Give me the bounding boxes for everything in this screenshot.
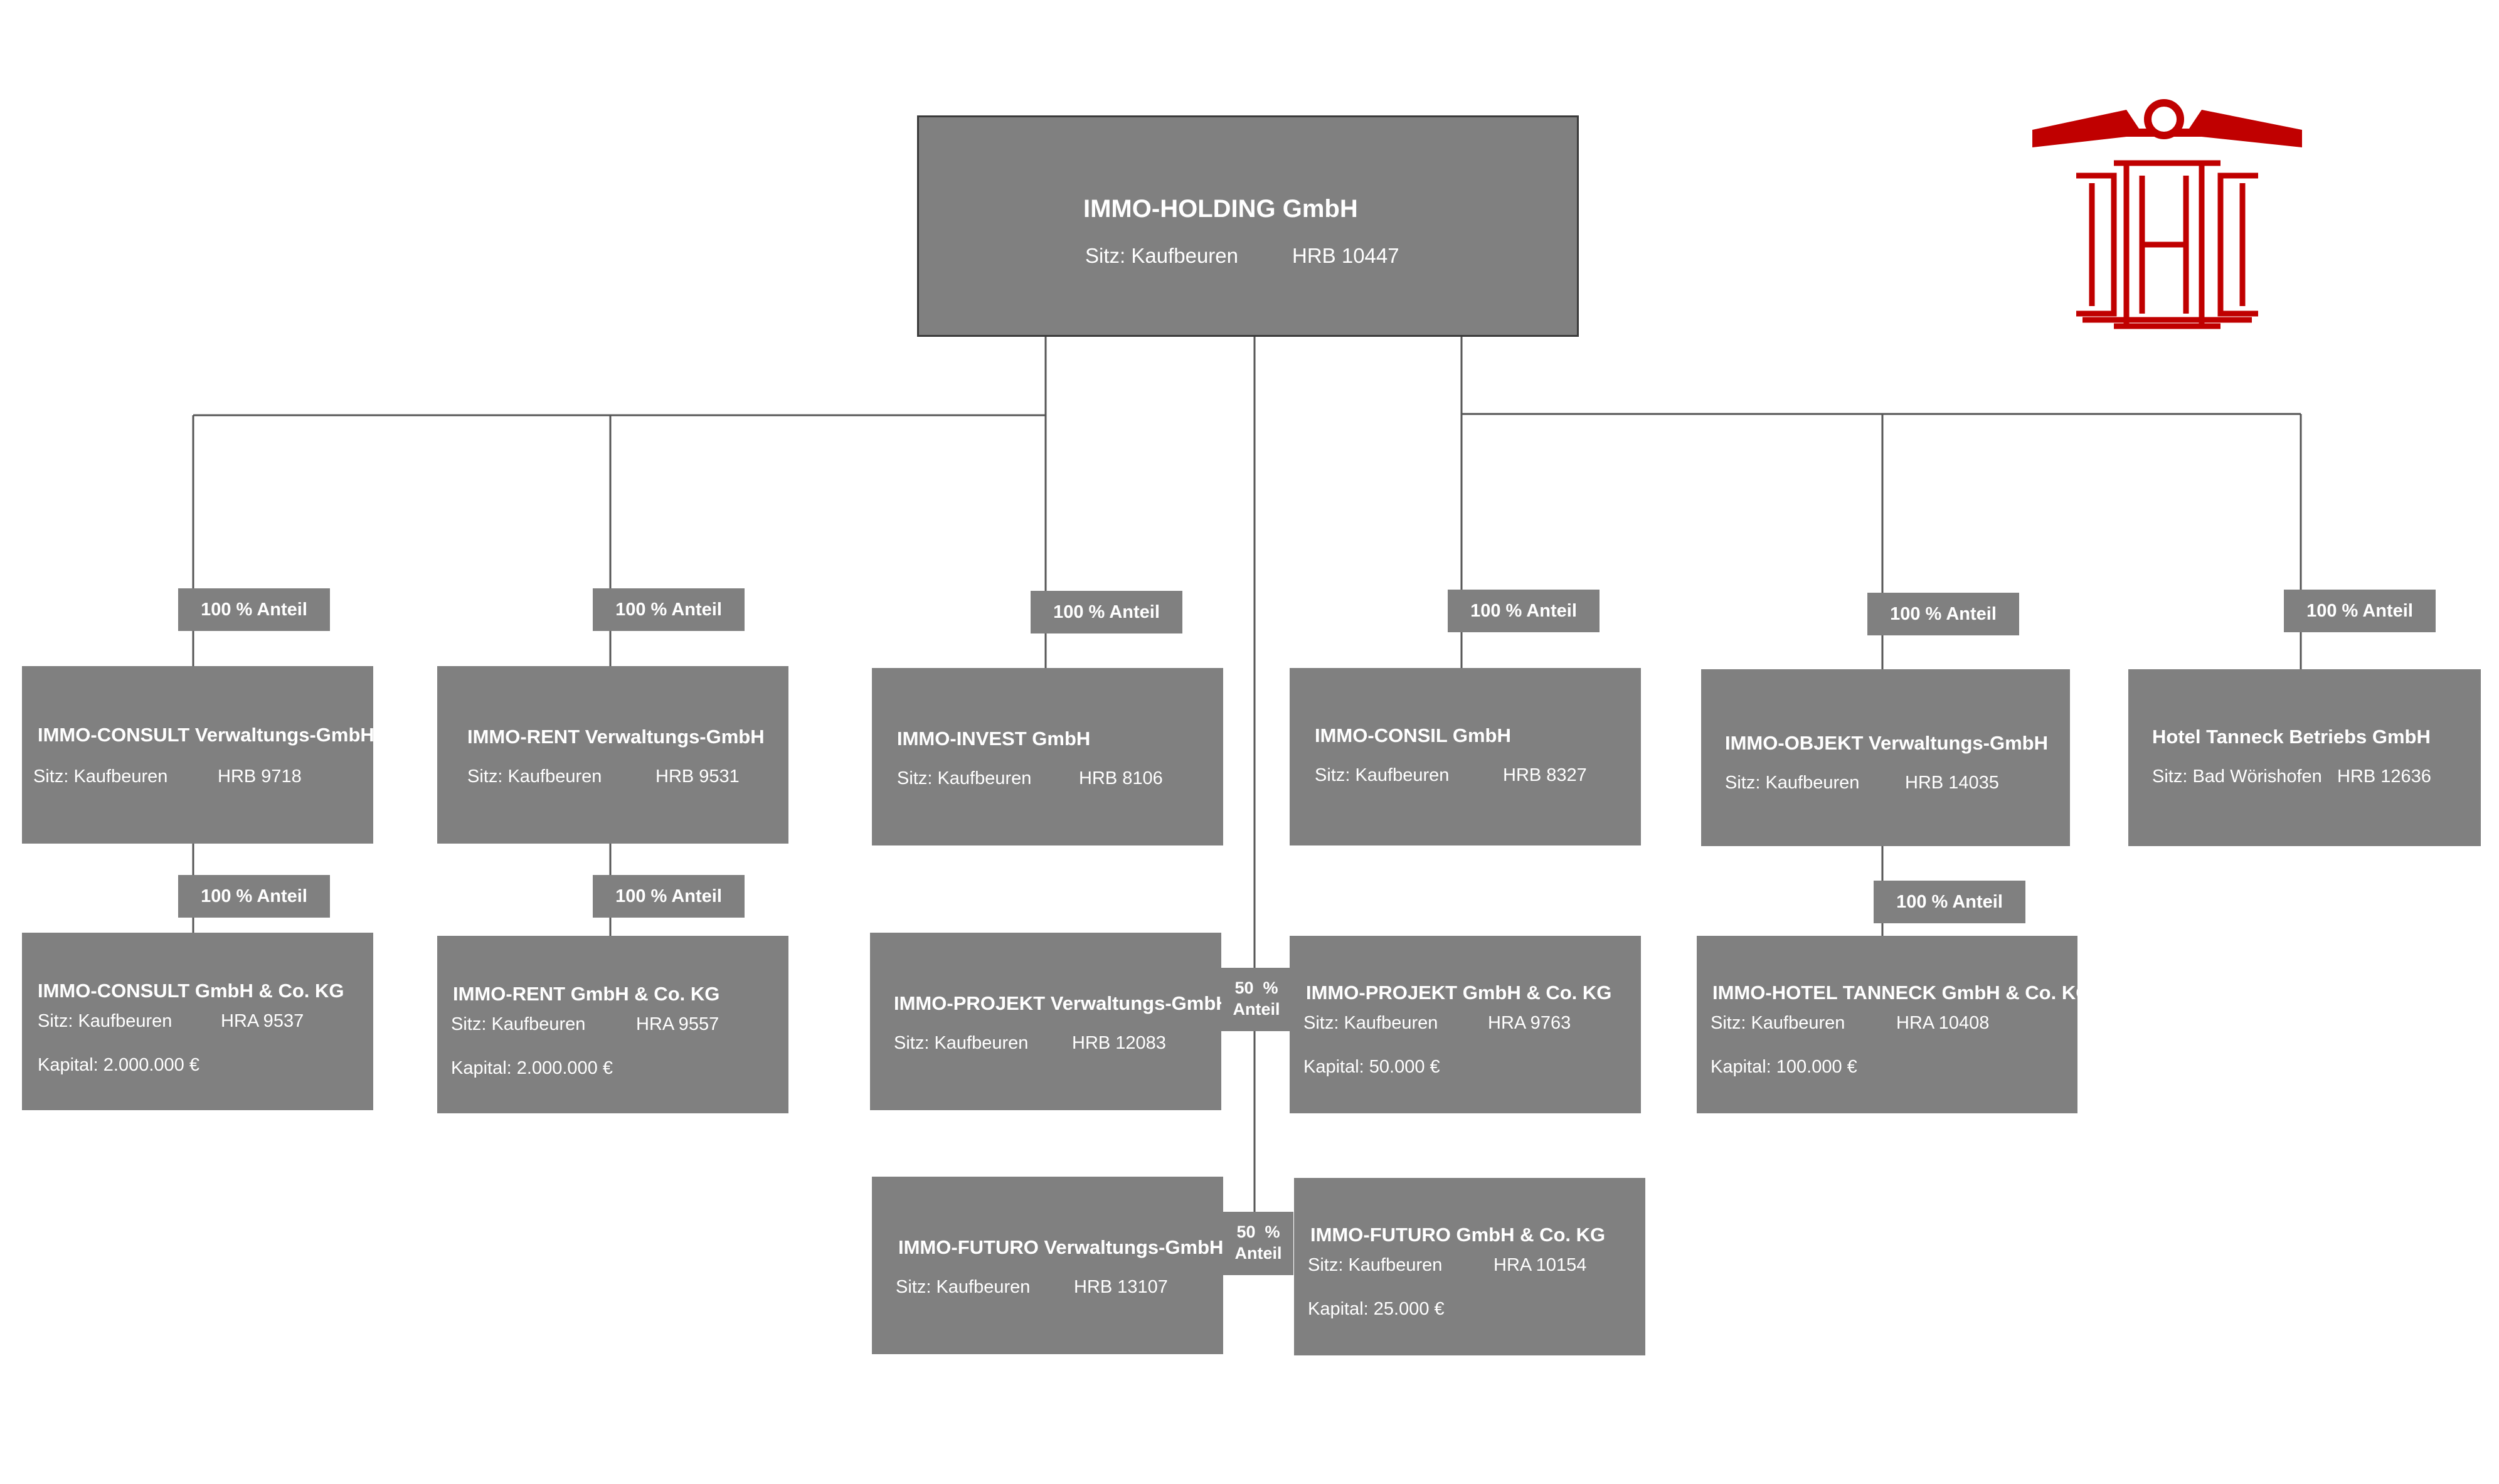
- company-name: IMMO-FUTURO GmbH & Co. KG: [1310, 1224, 1606, 1246]
- company-capital: Kapital: 100.000 €: [1711, 1057, 1857, 1077]
- company-capital: Kapital: 2.000.000 €: [38, 1055, 199, 1075]
- company-name: IMMO-CONSULT Verwaltungs-GmbH: [38, 724, 374, 746]
- company-seat: Sitz: Kaufbeuren: [1303, 1013, 1438, 1033]
- share-label-rent-kg: 100 % Anteil: [593, 875, 745, 918]
- company-seat: Sitz: Kaufbeuren: [894, 1033, 1029, 1053]
- company-box-hotel-tanneck-betrieb: Hotel Tanneck Betriebs GmbH Sitz: Bad Wö…: [2128, 669, 2481, 846]
- company-register: HRB 8106: [1079, 768, 1163, 788]
- share-label-consil: 100 % Anteil: [1448, 590, 1600, 632]
- company-register: HRB 9718: [218, 766, 302, 787]
- half-share-word: Anteil: [1234, 1244, 1282, 1263]
- share-label-rent: 100 % Anteil: [593, 588, 745, 631]
- company-name: IMMO-FUTURO Verwaltungs-GmbH: [898, 1236, 1224, 1258]
- company-capital: Kapital: 50.000 €: [1303, 1057, 1440, 1077]
- share-label-invest: 100 % Anteil: [1031, 591, 1182, 633]
- company-box-immo-projekt-kg: IMMO-PROJEKT GmbH & Co. KG Sitz: Kaufbeu…: [1290, 936, 1641, 1113]
- company-register: HRA 9537: [221, 1011, 304, 1031]
- company-register: HRA 10408: [1896, 1013, 1990, 1033]
- company-name: Hotel Tanneck Betriebs GmbH: [2152, 726, 2431, 748]
- company-box-immo-rent-kg: IMMO-RENT GmbH & Co. KG Sitz: Kaufbeuren…: [437, 936, 788, 1113]
- company-seat: Sitz: Kaufbeuren: [1725, 773, 1860, 793]
- holding-box: IMMO-HOLDING GmbH Sitz: Kaufbeuren HRB 1…: [917, 115, 1579, 337]
- half-share-label-projekt: 50 % Anteil: [1221, 968, 1292, 1031]
- company-seat: Sitz: Kaufbeuren: [1308, 1255, 1443, 1275]
- company-box-immo-futuro-verwaltung: IMMO-FUTURO Verwaltungs-GmbH Sitz: Kaufb…: [872, 1177, 1223, 1354]
- company-register: HRA 10154: [1494, 1255, 1587, 1275]
- company-box-immo-projekt-verwaltung: IMMO-PROJEKT Verwaltungs-GmbH Sitz: Kauf…: [870, 933, 1230, 1110]
- share-label-objekt: 100 % Anteil: [1867, 593, 2019, 635]
- company-register: HRB 12636: [2337, 766, 2431, 787]
- half-share-percent: 50 %: [1236, 1222, 1280, 1241]
- company-seat: Sitz: Kaufbeuren: [1711, 1013, 1845, 1033]
- company-box-immo-consult-verwaltung: IMMO-CONSULT Verwaltungs-GmbH Sitz: Kauf…: [22, 666, 374, 844]
- company-seat: Sitz: Kaufbeuren: [33, 766, 168, 787]
- company-seat: Sitz: Kaufbeuren: [897, 768, 1032, 788]
- company-register: HRB 12083: [1072, 1033, 1166, 1053]
- company-seat: Sitz: Bad Wörishofen: [2152, 766, 2322, 787]
- company-seat: Sitz: Kaufbeuren: [451, 1014, 586, 1034]
- company-register: HRA 9763: [1488, 1013, 1571, 1033]
- company-register: HRB 13107: [1074, 1277, 1168, 1297]
- share-label-hotel-betrieb: 100 % Anteil: [2284, 590, 2436, 632]
- half-share-label-futuro: 50 % Anteil: [1223, 1212, 1293, 1275]
- company-name: IMMO-RENT GmbH & Co. KG: [453, 983, 720, 1005]
- half-share-percent: 50 %: [1234, 978, 1278, 997]
- company-register: HRB 14035: [1905, 773, 1999, 793]
- share-label-consult-kg: 100 % Anteil: [178, 875, 330, 918]
- share-label-hotel-kg: 100 % Anteil: [1874, 881, 2025, 923]
- company-name: IMMO-RENT Verwaltungs-GmbH: [467, 726, 765, 748]
- company-capital: Kapital: 25.000 €: [1308, 1299, 1445, 1319]
- company-name: IMMO-CONSULT GmbH & Co. KG: [38, 980, 344, 1002]
- company-register: HRB 8327: [1503, 765, 1587, 785]
- company-name: IMMO-HOTEL TANNECK GmbH & Co. KG: [1712, 982, 2091, 1004]
- company-name: IMMO-OBJEKT Verwaltungs-GmbH: [1725, 732, 2048, 754]
- company-name: IMMO-PROJEKT Verwaltungs-GmbH: [894, 992, 1230, 1014]
- company-box-immo-objekt-verwaltung: IMMO-OBJEKT Verwaltungs-GmbH Sitz: Kaufb…: [1701, 669, 2070, 846]
- company-box-immo-hotel-tanneck-kg: IMMO-HOTEL TANNECK GmbH & Co. KG Sitz: K…: [1697, 936, 2091, 1113]
- holding-name: IMMO-HOLDING GmbH: [1083, 195, 1358, 223]
- company-seat: Sitz: Kaufbeuren: [1315, 765, 1450, 785]
- company-box-immo-consult-kg: IMMO-CONSULT GmbH & Co. KG Sitz: Kaufbeu…: [22, 933, 373, 1110]
- holding-register: HRB 10447: [1292, 244, 1399, 267]
- company-name: IMMO-INVEST GmbH: [897, 728, 1091, 750]
- company-register: HRB 9531: [655, 766, 740, 787]
- company-box-immo-rent-verwaltung: IMMO-RENT Verwaltungs-GmbH Sitz: Kaufbeu…: [437, 666, 788, 844]
- company-seat: Sitz: Kaufbeuren: [467, 766, 602, 787]
- company-box-immo-futuro-kg: IMMO-FUTURO GmbH & Co. KG Sitz: Kaufbeur…: [1294, 1178, 1645, 1355]
- company-seat: Sitz: Kaufbeuren: [896, 1277, 1031, 1297]
- building-columns-logo: [2032, 99, 2302, 329]
- company-seat: Sitz: Kaufbeuren: [38, 1011, 172, 1031]
- company-box-immo-invest: IMMO-INVEST GmbH Sitz: Kaufbeuren HRB 81…: [872, 668, 1223, 845]
- holding-seat: Sitz: Kaufbeuren: [1085, 244, 1238, 267]
- share-label-consult: 100 % Anteil: [178, 588, 330, 631]
- company-register: HRA 9557: [636, 1014, 719, 1034]
- company-box-immo-consil: IMMO-CONSIL GmbH Sitz: Kaufbeuren HRB 83…: [1290, 668, 1641, 845]
- half-share-word: Anteil: [1233, 1000, 1280, 1019]
- company-name: IMMO-CONSIL GmbH: [1315, 724, 1511, 746]
- company-name: IMMO-PROJEKT GmbH & Co. KG: [1306, 982, 1612, 1004]
- company-capital: Kapital: 2.000.000 €: [451, 1058, 613, 1078]
